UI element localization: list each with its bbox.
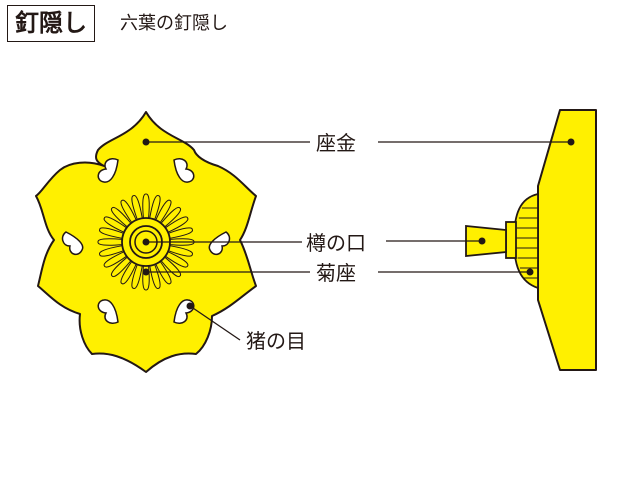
kikuza-petal	[142, 193, 150, 219]
side-view	[465, 109, 597, 371]
label-inome: 猪の目	[246, 329, 306, 353]
kikuza-petal	[149, 263, 161, 289]
side-zagane	[537, 109, 597, 371]
kikuza-petal	[99, 227, 125, 239]
label-taru-no-kuchi: 樽の口	[306, 231, 366, 255]
kikuza-petal	[120, 199, 137, 224]
kikuza-petal	[110, 206, 132, 228]
inome-cutout	[97, 157, 119, 183]
kikuza-petal	[164, 251, 189, 268]
inome-cutout	[173, 157, 195, 183]
kikuza-petal	[103, 216, 128, 233]
kikuza-petal	[160, 206, 182, 228]
kikuza-petal	[99, 245, 125, 257]
kikuza-petal	[103, 251, 128, 268]
label-zagane: 座金	[316, 131, 356, 155]
kikuza-petal	[164, 216, 189, 233]
kikuza-petal	[155, 199, 172, 224]
kikuza-petal	[149, 195, 161, 221]
leader-lines	[146, 141, 571, 341]
kikuza-petal	[131, 195, 143, 221]
kikuza-petal	[120, 260, 137, 285]
kikuza-petal	[131, 263, 143, 289]
inome-leader	[189, 305, 241, 341]
title-text: 釘隠し	[15, 9, 87, 37]
page-subtitle: 六葉の釘隠し	[120, 13, 228, 34]
side-kikuza-ribs	[516, 207, 538, 279]
page-title: 釘隠し	[7, 5, 95, 42]
side-taru-collar	[505, 221, 517, 259]
kikuza-petal	[167, 227, 193, 239]
label-kikuza: 菊座	[316, 261, 356, 285]
kikuza-petal	[97, 238, 123, 246]
inome-cutouts	[61, 157, 231, 325]
side-taru-no-kuchi	[465, 225, 507, 257]
inome-cutout	[97, 299, 119, 325]
kikuza-petal	[110, 256, 132, 278]
inome-cutout	[61, 231, 84, 256]
kikuza-rosette	[97, 193, 195, 291]
kikuza-petal	[167, 245, 193, 257]
